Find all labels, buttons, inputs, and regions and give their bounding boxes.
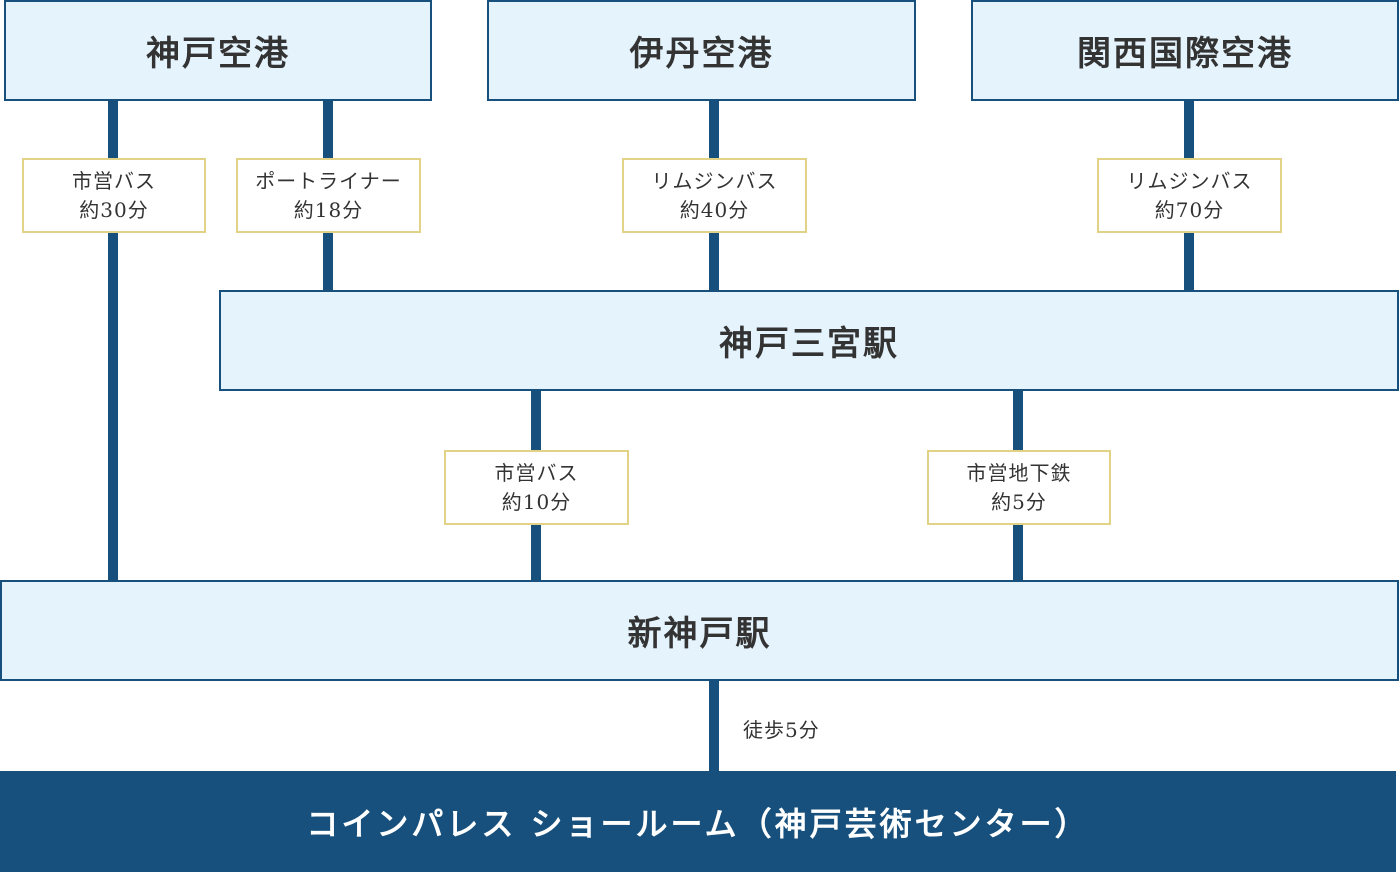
station-sannomiya-label: 神戸三宮駅 [719,324,899,364]
airport-kobe: 神戸空港 [4,0,432,101]
route-time: 約70分 [1154,197,1225,222]
airport-kansai: 関西国際空港 [971,0,1399,101]
route-kobe-bus: 市営バス 約30分 [22,158,206,233]
walk-label: 徒歩5分 [743,718,820,742]
station-sannomiya: 神戸三宮駅 [219,290,1399,391]
route-time: 約10分 [501,489,572,514]
destination-showroom: コインパレス ショールーム（神戸芸術センター） [0,771,1396,872]
airport-itami-label: 伊丹空港 [629,34,774,74]
airport-itami: 伊丹空港 [487,0,916,101]
route-time: 約40分 [679,197,750,222]
destination-label: コインパレス ショールーム（神戸芸術センター） [306,804,1090,843]
airport-kobe-label: 神戸空港 [146,34,290,74]
station-shin-kobe-label: 新神戸駅 [627,614,772,654]
route-itami-limousine: リムジンバス 約40分 [622,158,807,233]
route-sannomiya-subway: 市営地下鉄 約5分 [927,450,1111,525]
route-sannomiya-bus: 市営バス 約10分 [444,450,629,525]
route-mode: 市営地下鉄 [966,460,1072,485]
route-time: 約18分 [293,197,364,222]
route-kansai-limousine: リムジンバス 約70分 [1097,158,1282,233]
line-kobe-bus [108,98,118,584]
route-time: 約30分 [79,197,149,222]
line-walk [709,678,719,774]
route-time: 約5分 [991,489,1047,514]
route-mode: 市営バス [72,168,156,193]
route-mode: 市営バス [494,460,579,485]
route-mode: リムジンバス [1126,168,1253,193]
route-mode: リムジンバス [651,168,778,193]
route-kobe-portliner: ポートライナー 約18分 [236,158,421,233]
airport-kansai-label: 関西国際空港 [1077,34,1293,74]
route-mode: ポートライナー [255,168,402,193]
station-shin-kobe: 新神戸駅 [0,580,1399,681]
